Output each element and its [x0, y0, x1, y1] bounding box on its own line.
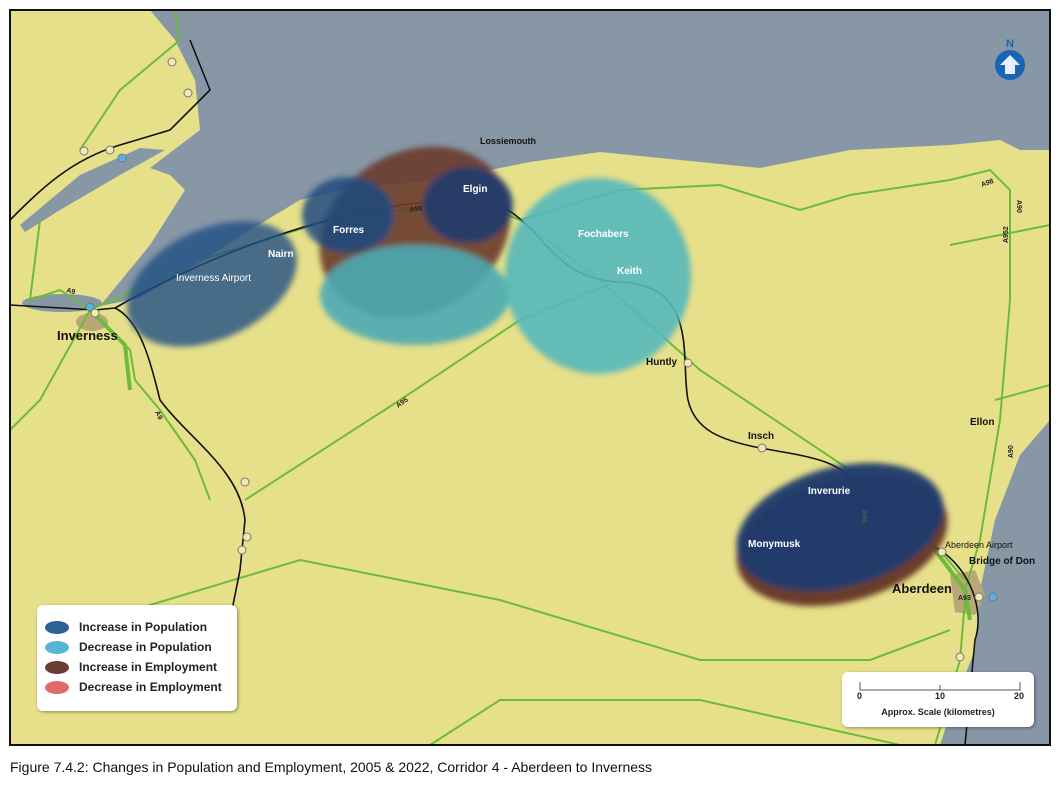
label-nairn: Nairn — [268, 249, 294, 260]
svg-text:N: N — [1006, 38, 1014, 50]
decrease-population-keith — [505, 178, 691, 374]
legend-swatch — [45, 620, 69, 634]
road-label-a90: A90 — [1008, 445, 1015, 458]
label-inverness-airport: Inverness Airport — [176, 273, 251, 284]
figure-caption: Figure 7.4.2: Changes in Population and … — [10, 759, 653, 775]
label-fochabers: Fochabers — [578, 229, 629, 240]
legend-item-increase-population: Increase in Population — [45, 617, 237, 637]
legend-label: Increase in Employment — [79, 660, 218, 674]
decrease-population-forres — [320, 245, 510, 345]
label-aberdeen-airport: Aberdeen Airport — [945, 540, 1013, 550]
increase-population-elgin — [423, 167, 513, 243]
label-monymusk: Monymusk — [748, 539, 801, 550]
legend: Increase in Population Decrease in Popul… — [37, 605, 237, 711]
legend-label: Decrease in Population — [79, 640, 212, 654]
road-label-a9-south: A9 — [153, 410, 163, 421]
label-elgin: Elgin — [463, 184, 487, 195]
road-label-a93: A93 — [958, 595, 971, 602]
road-label-a96-inverurie: A96 — [860, 510, 867, 523]
increase-population-inverness — [127, 221, 297, 347]
road-label-a90-north: A90 — [1015, 200, 1022, 213]
legend-item-decrease-employment: Decrease in Employment — [45, 677, 237, 697]
cromarty-firth — [20, 148, 165, 232]
road-label-a952: A952 — [1003, 226, 1010, 243]
scale-tick-0: 0 — [857, 691, 863, 701]
road-label-a9: A9 — [65, 287, 76, 296]
label-lossiemouth: Lossiemouth — [480, 136, 536, 146]
label-huntly: Huntly — [646, 357, 678, 368]
label-aberdeen: Aberdeen — [892, 581, 952, 596]
label-inverness: Inverness — [57, 328, 118, 343]
map-frame — [9, 9, 1051, 746]
label-inverurie: Inverurie — [808, 486, 851, 497]
stations — [79, 57, 998, 662]
legend-item-increase-employment: Increase in Employment — [45, 657, 237, 677]
label-insch: Insch — [748, 431, 774, 442]
label-ellon: Ellon — [970, 417, 994, 428]
scale-label: Approx. Scale (kilometres) — [881, 707, 995, 717]
scale-bar: 0 10 20 Approx. Scale (kilometres) — [842, 672, 1034, 727]
road-label-a98: A98 — [980, 178, 995, 189]
scale-tick-20: 20 — [1014, 691, 1025, 701]
label-keith: Keith — [617, 266, 642, 277]
scale-bar-line — [859, 682, 1021, 691]
road-label-a96: A96 — [409, 205, 423, 214]
increase-population-inverurie — [736, 462, 944, 592]
north-sea-east — [940, 420, 1050, 745]
legend-item-decrease-population: Decrease in Population — [45, 637, 237, 657]
label-forres: Forres — [333, 225, 365, 236]
scale-tick-10: 10 — [935, 691, 946, 701]
label-bridge-of-don: Bridge of Don — [969, 556, 1035, 567]
legend-label: Decrease in Employment — [79, 680, 222, 694]
moray-firth-sea — [100, 10, 1050, 306]
north-arrow-icon — [1000, 55, 1020, 74]
legend-swatch — [45, 640, 69, 654]
legend-swatch — [45, 660, 69, 674]
change-ellipses — [127, 146, 948, 607]
increase-population-forres — [302, 177, 394, 253]
legend-label: Increase in Population — [79, 620, 208, 634]
north-arrow: N — [995, 38, 1025, 80]
legend-swatch — [45, 680, 69, 694]
